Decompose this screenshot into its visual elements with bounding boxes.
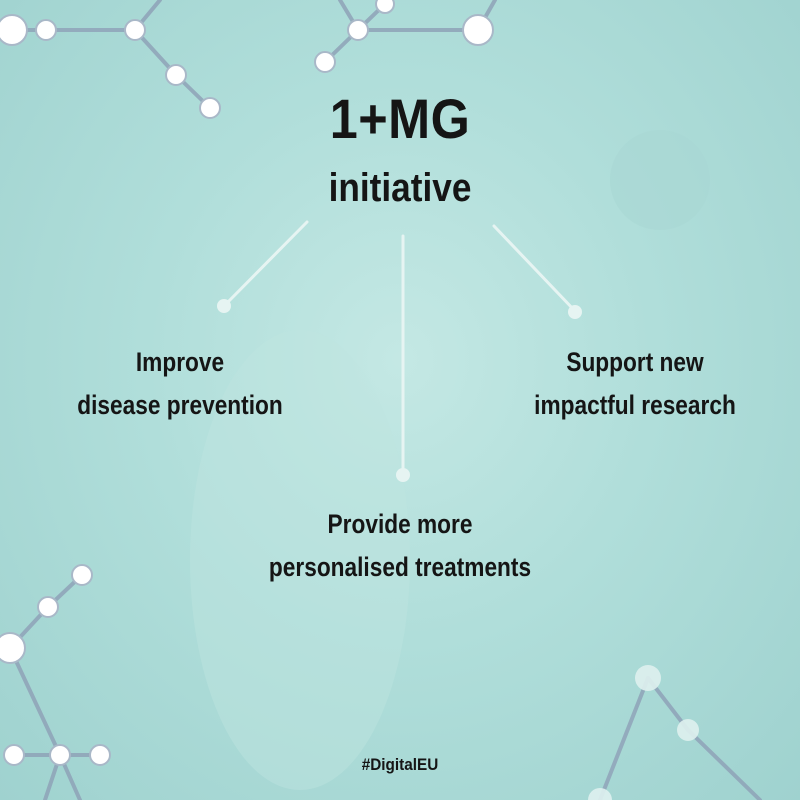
molecule-node [3, 744, 25, 766]
goal-line: Support new [566, 347, 704, 377]
molecule-node [375, 0, 395, 14]
goal-line: Provide more [327, 509, 473, 539]
molecule-node [49, 744, 71, 766]
molecule-node [462, 14, 494, 46]
footer-hashtag: #DigitalEU [361, 755, 439, 774]
molecule-node [37, 596, 59, 618]
molecule-node [635, 665, 661, 691]
molecule-node [71, 564, 93, 586]
connector-node-right [568, 305, 582, 319]
molecule-node [677, 719, 699, 741]
goal-line: disease prevention [77, 390, 283, 420]
molecule-node [0, 632, 26, 664]
goal-line: Improve [135, 347, 225, 377]
molecule-node [35, 19, 57, 41]
molecule-node [347, 19, 369, 41]
molecule-node [165, 64, 187, 86]
goal-personalised-treatments: Provide more personalised treatments [257, 503, 543, 589]
molecule-node [89, 744, 111, 766]
molecule-node [588, 788, 612, 800]
background-blob [190, 330, 410, 790]
diagram-title: 1+MG [329, 87, 471, 150]
molecule-node [199, 97, 221, 119]
molecule-node [0, 14, 28, 46]
connector-node-left [217, 299, 231, 313]
goal-impactful-research: Support new impactful research [501, 341, 770, 427]
goal-line: impactful research [534, 390, 736, 420]
connector-right [492, 224, 577, 313]
diagram-subtitle: initiative [328, 166, 472, 210]
goal-disease-prevention: Improve disease prevention [46, 341, 315, 427]
molecule-node [314, 51, 336, 73]
background-blob [610, 130, 710, 230]
goal-line: personalised treatments [268, 552, 532, 582]
molecule-node [124, 19, 146, 41]
connector-left [222, 220, 309, 308]
connector-node-center [396, 468, 410, 482]
